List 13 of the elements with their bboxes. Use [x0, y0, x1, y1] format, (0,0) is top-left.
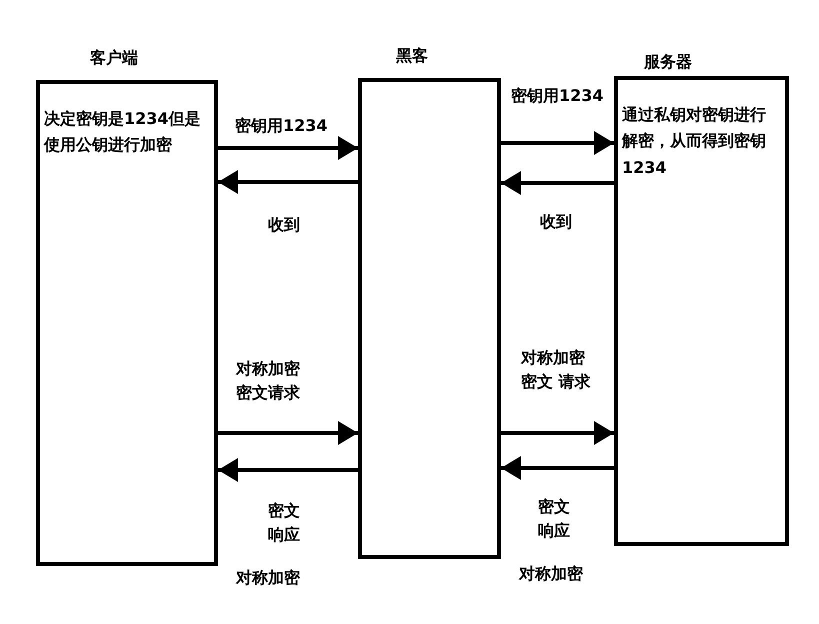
note-text: 通过私钥对密钥进行解密，从而得到密钥1234 — [622, 104, 767, 179]
note-text: 决定密钥是1234但是使用公钥进行加密 — [44, 108, 202, 156]
arrow — [218, 136, 358, 160]
arrow — [218, 458, 358, 482]
arrow — [501, 171, 614, 195]
arrow — [501, 456, 614, 480]
arrow — [501, 131, 614, 155]
participant-title: 黑客 — [396, 46, 428, 67]
participant-title: 服务器 — [644, 52, 692, 73]
arrow — [501, 421, 614, 445]
arrow — [218, 421, 358, 445]
arrow — [218, 170, 358, 194]
participant-title: 客户端 — [90, 48, 138, 69]
